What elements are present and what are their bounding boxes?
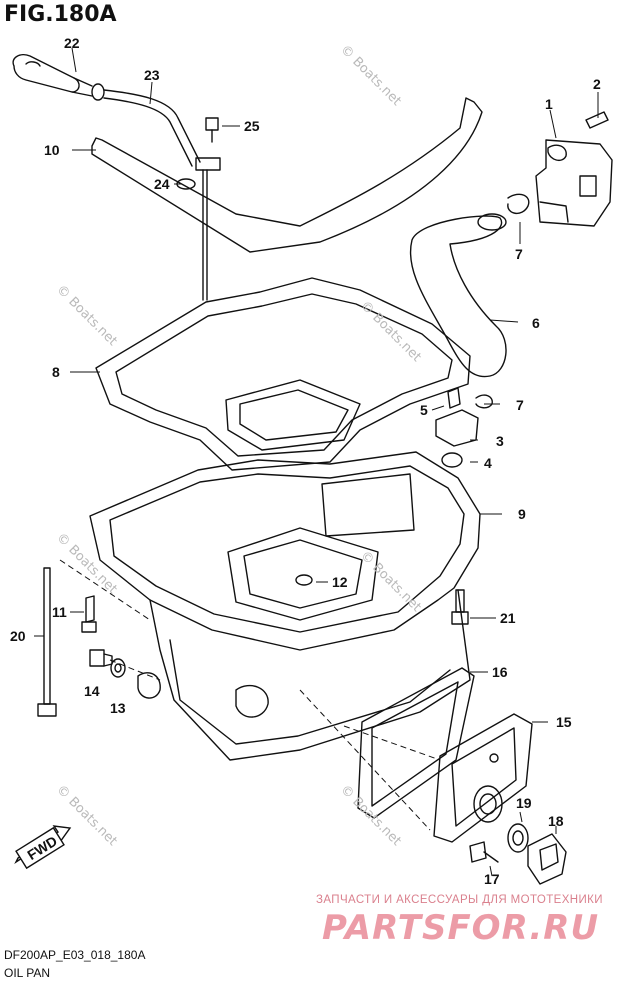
callout-label: 21	[500, 610, 516, 626]
watermark-text: © Boats.net	[337, 42, 404, 109]
dipstick-guide-tube-part	[103, 89, 201, 167]
bolt-17-part	[469, 841, 499, 863]
hose-6-part	[409, 213, 507, 378]
bolt-2-part	[585, 111, 609, 129]
fwd-arrow-icon: FWD	[14, 825, 72, 870]
callout-label: 20	[10, 628, 26, 644]
callout-label: 6	[532, 315, 540, 331]
gasket-16-part	[357, 667, 475, 819]
callout-label: 13	[110, 700, 126, 716]
callout-label: 23	[144, 67, 160, 83]
callout-label: 11	[52, 604, 67, 620]
o-ring-7-upper-part	[507, 193, 530, 214]
watermark-text: © Boats.net	[337, 782, 404, 849]
callout-label: 1	[545, 96, 553, 112]
bolt-11-part	[81, 595, 97, 633]
branding-tagline: ЗАПЧАСТИ И АКСЕССУАРЫ ДЛЯ МОТОТЕХНИКИ	[316, 894, 603, 906]
callout-label: 7	[515, 246, 523, 262]
figure-code: DF200AP_E03_018_180A	[4, 948, 146, 962]
figure-name: OIL PAN	[4, 966, 51, 980]
callout-label: 7	[516, 397, 524, 413]
callout-label: 9	[518, 506, 526, 522]
callout-label: 8	[52, 364, 60, 380]
callout-label: 15	[556, 714, 572, 730]
watermark-text: © Boats.net	[53, 530, 120, 597]
callout-label: 12	[332, 574, 348, 590]
callout-label: 19	[516, 795, 532, 811]
callout-label: 4	[484, 455, 492, 471]
callout-label: 3	[496, 433, 504, 449]
watermark-text: © Boats.net	[357, 548, 424, 615]
callout-label: 14	[84, 683, 100, 699]
gasket-8-part	[95, 277, 471, 471]
callout-label: 17	[484, 871, 500, 887]
washer-13-part	[110, 658, 126, 678]
figure-title: FIG.180A	[4, 2, 117, 27]
callout-label: 5	[420, 402, 428, 418]
callout-label: 2	[593, 76, 601, 92]
drain-plug-18-part	[527, 833, 567, 885]
bolt-21-part	[451, 589, 469, 625]
oil-pan-9-part	[89, 451, 481, 761]
branding-logo: PARTSFOR.RU	[322, 908, 600, 948]
housing-1-part	[535, 139, 613, 227]
callout-label: 25	[244, 118, 260, 134]
dipstick-handle-part	[12, 54, 105, 101]
bolt-14-part	[89, 649, 113, 667]
watermark-text: © Boats.net	[357, 298, 424, 365]
cover-plate-15-part	[433, 713, 533, 843]
callout-label: 18	[548, 813, 564, 829]
callout-label: 22	[64, 35, 80, 51]
bolt-25-part	[205, 117, 219, 143]
callout-label: 10	[44, 142, 60, 158]
bracket-strip-10-part	[91, 97, 483, 253]
long-bolt-20-part	[37, 567, 57, 717]
watermark-text: © Boats.net	[53, 782, 120, 849]
callout-label: 24	[154, 176, 170, 192]
washer-19-part	[507, 823, 529, 853]
watermark-text: © Boats.net	[53, 282, 120, 349]
callout-label: 16	[492, 664, 508, 680]
